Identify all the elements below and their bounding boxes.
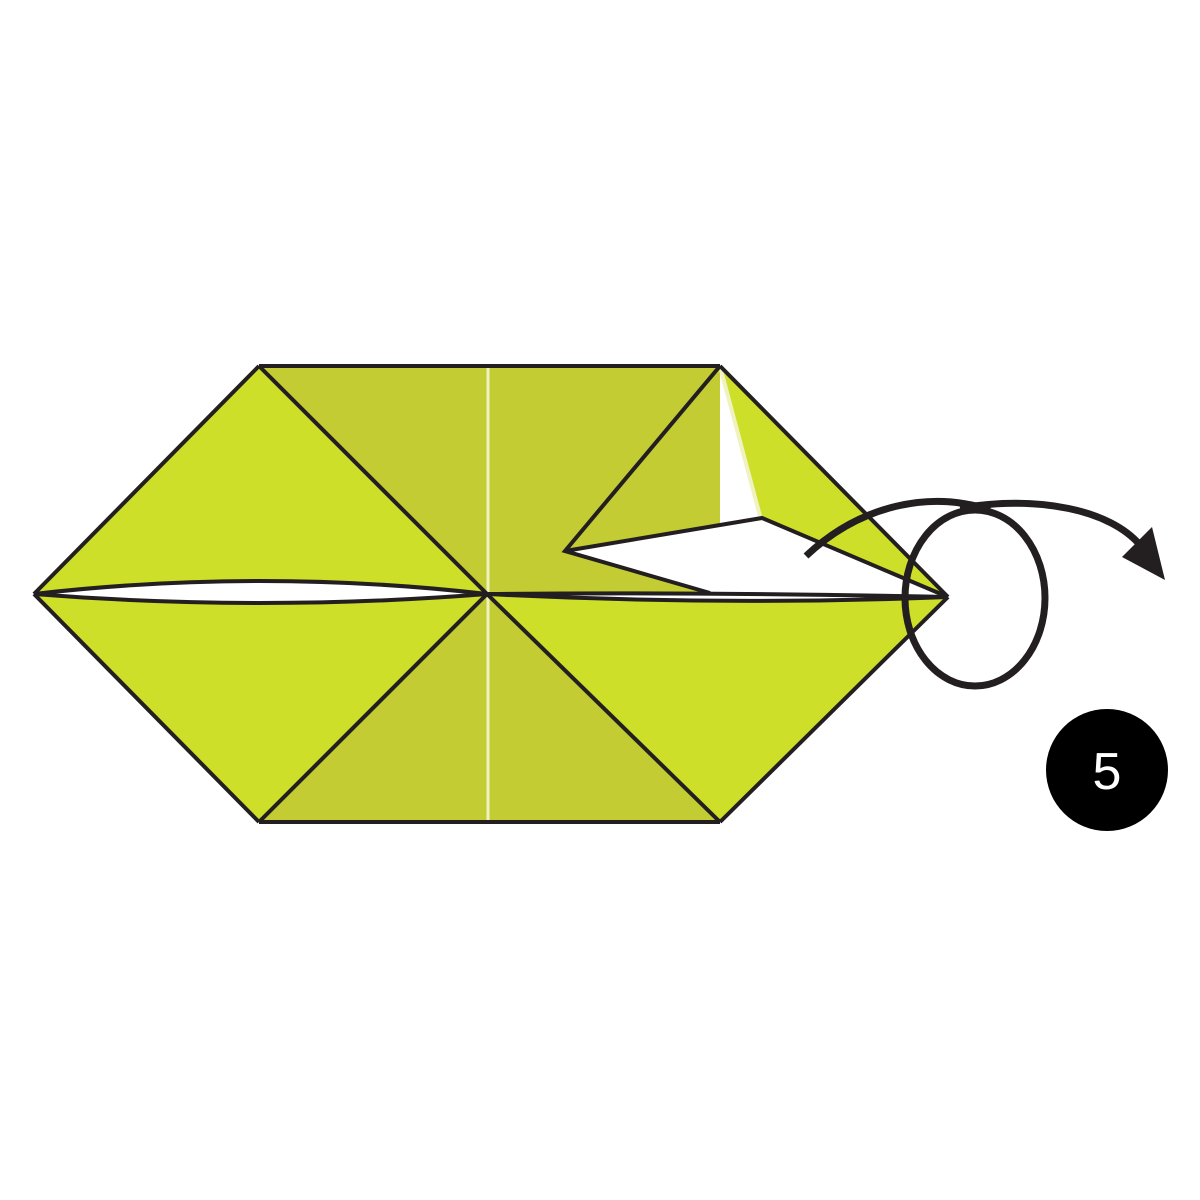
arrowhead-icon <box>1122 527 1165 580</box>
step-number: 5 <box>1093 743 1122 801</box>
flap-crease <box>719 369 762 517</box>
arrow-tail <box>959 499 1143 548</box>
origami-model <box>32 364 950 824</box>
arrow-loop <box>901 506 1049 690</box>
step-badge: 5 <box>1046 709 1168 831</box>
left-lower-flap <box>34 594 487 822</box>
left-slit <box>34 581 487 603</box>
step-badge-circle <box>1046 709 1168 831</box>
right-lower-flap <box>487 594 948 822</box>
turn-over-arrow <box>803 497 1165 690</box>
model-outline <box>32 364 950 824</box>
left-upper-flap <box>34 366 487 594</box>
